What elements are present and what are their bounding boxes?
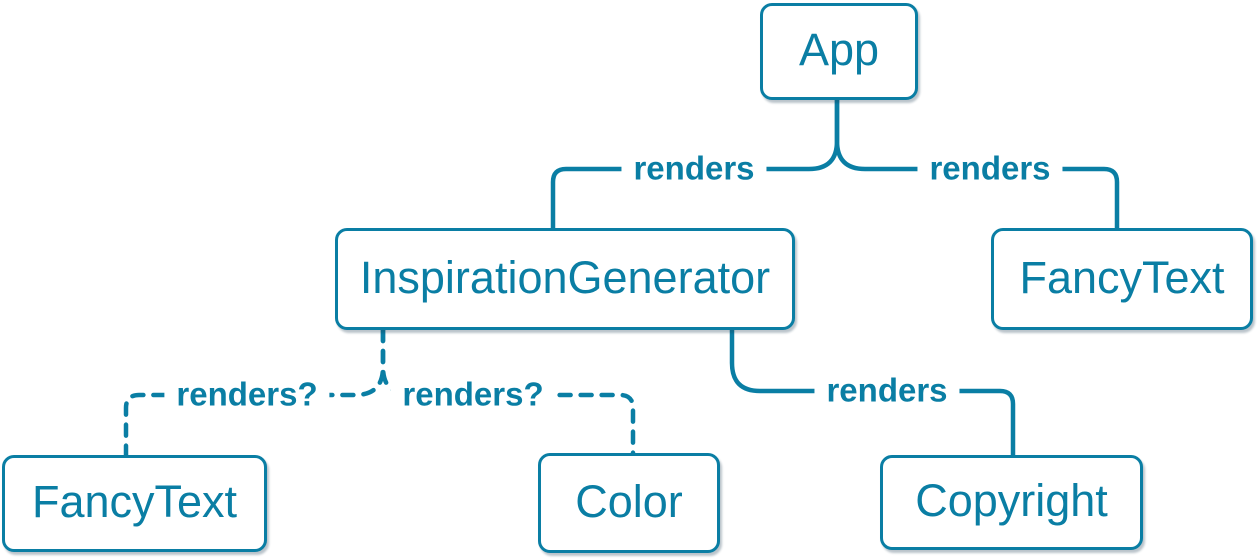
node-color: Color	[538, 453, 720, 553]
edge-inspiration-generator-color	[380, 327, 636, 456]
node-app-label: App	[798, 24, 880, 75]
edge-label-renders-app-inspiration: renders	[621, 149, 767, 187]
node-app: App	[760, 3, 918, 100]
edge-label-renders-copyright: renders	[814, 371, 960, 409]
node-copyright: Copyright	[880, 455, 1143, 550]
edge-label-renders-maybe-fancytext: renders?	[164, 375, 330, 413]
node-fancy-text-top: FancyText	[991, 228, 1253, 330]
node-inspiration-generator-label: InspirationGenerator	[359, 251, 771, 303]
node-fancy-text-bottom: FancyText	[2, 455, 267, 552]
node-inspiration-generator: InspirationGenerator	[335, 228, 795, 330]
node-copyright-label: Copyright	[915, 475, 1108, 526]
edge-label-renders-maybe-color: renders?	[390, 375, 556, 413]
node-fancy-text-top-label: FancyText	[1019, 251, 1225, 303]
edge-label-renders-app-fancytext: renders	[917, 149, 1063, 187]
node-color-label: Color	[575, 475, 683, 527]
node-fancy-text-bottom-label: FancyText	[31, 476, 238, 527]
